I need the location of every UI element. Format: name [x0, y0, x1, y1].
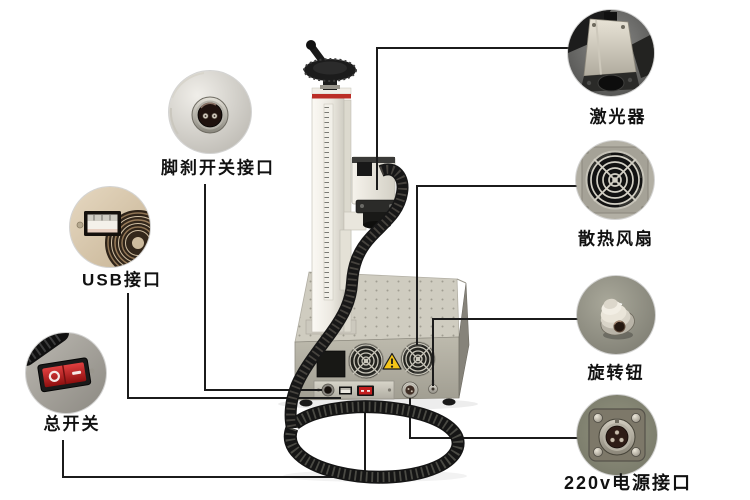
callout-photo-power-socket	[577, 395, 657, 475]
callout-photo-foot-switch-port	[169, 71, 251, 153]
callout-photo-rotary-knob	[577, 276, 655, 354]
callout-photo-usb-port	[70, 187, 150, 267]
callout-label-main-switch: 总开关	[43, 414, 101, 434]
callout-label-laser-unit: 激光器	[589, 107, 647, 127]
callout-line-foot-switch	[204, 184, 322, 391]
black-hose-corner	[26, 333, 69, 366]
callout-line-main-switch	[62, 402, 366, 478]
foot-pedal-connector	[191, 96, 229, 134]
callout-label-power-socket: 220v电源接口	[563, 473, 693, 493]
rocker-switch	[357, 385, 374, 396]
callout-label-cooling-fan: 散热风扇	[578, 229, 654, 249]
usb-socket	[339, 386, 352, 395]
callout-photo-cooling-fan	[576, 141, 654, 219]
callout-line-usb	[127, 293, 341, 399]
laser-body	[580, 12, 640, 92]
callout-label-usb-port: USB接口	[82, 270, 162, 290]
callout-line-fan	[416, 185, 578, 345]
callout-photo-laser-unit	[568, 10, 654, 96]
fiber-cable	[283, 163, 465, 484]
red-rocker-switch	[37, 357, 95, 393]
power-socket-closeup	[588, 408, 646, 462]
callout-line-knob	[432, 318, 580, 386]
column-red-stripe	[312, 94, 351, 99]
cabinet-foot	[442, 398, 456, 406]
usb-socket-closeup	[84, 211, 121, 236]
panel-screw	[76, 221, 84, 229]
left-cooling-fan-grille	[348, 343, 384, 379]
head-top-connector	[357, 162, 372, 176]
callout-photo-main-switch	[26, 333, 106, 413]
column-ruler-scale	[323, 103, 334, 301]
warning-triangle-icon	[382, 352, 402, 370]
callout-label-rotary-knob: 旋转钮	[587, 363, 645, 383]
callout-line-laser	[376, 47, 572, 190]
power-inlet	[401, 381, 419, 399]
rotary-knob-closeup	[600, 298, 635, 336]
height-adjust-wheel	[303, 40, 357, 90]
connector-strip	[313, 380, 395, 400]
cabinet-foot	[299, 399, 313, 407]
fan-grille-closeup	[585, 150, 645, 210]
callout-label-foot-switch-port: 脚刹开关接口	[161, 158, 275, 178]
right-cooling-fan-grille	[400, 341, 436, 377]
